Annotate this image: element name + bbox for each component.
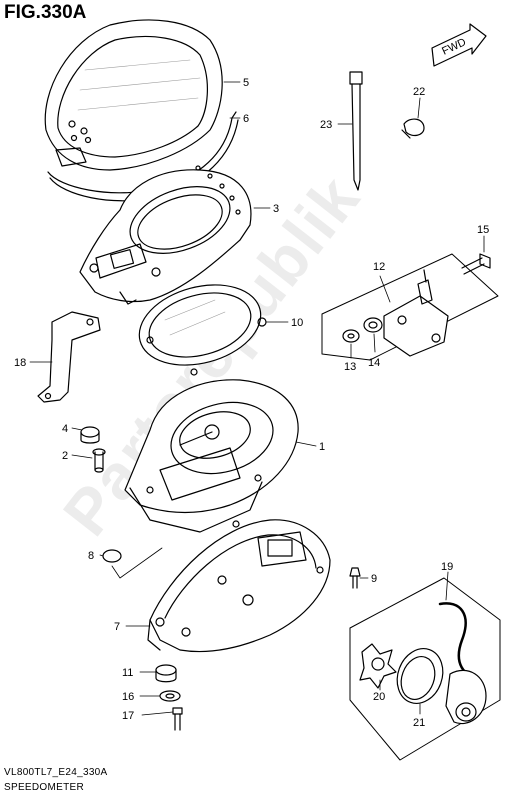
- callout-6: 6: [243, 113, 249, 125]
- detail-box-drive: [349, 577, 501, 761]
- callout-16: 16: [122, 691, 134, 703]
- callout-1: 1: [319, 441, 325, 453]
- part-23-cable-tie: [349, 71, 363, 191]
- part-5-meter-cover: [44, 19, 223, 171]
- part-11-grommet: [155, 664, 177, 683]
- callout-12: 12: [373, 261, 385, 273]
- part-10-lens: [138, 284, 267, 376]
- part-19-cable-assembly: [438, 602, 487, 725]
- callout-20: 20: [373, 691, 385, 703]
- callout-10: 10: [291, 317, 303, 329]
- callout-7: 7: [114, 621, 120, 633]
- part-17-screw: [172, 707, 183, 731]
- callout-15: 15: [477, 224, 489, 236]
- model-code: VL800TL7_E24_330A: [4, 767, 108, 778]
- callout-11: 11: [122, 667, 133, 679]
- callout-23: 23: [320, 119, 332, 131]
- part-8-plug: [102, 549, 122, 563]
- part-21-ring: [396, 648, 444, 704]
- callout-5: 5: [243, 77, 249, 89]
- callout-13: 13: [344, 361, 356, 373]
- diagram-caption: SPEEDOMETER: [4, 782, 84, 793]
- leader-lines: [29, 81, 485, 716]
- part-13-seal: [342, 329, 360, 343]
- callout-8: 8: [88, 550, 94, 562]
- part-20-drive-gear: [359, 643, 397, 689]
- callout-14: 14: [368, 357, 380, 369]
- callout-18: 18: [14, 357, 26, 369]
- part-9-screw: [349, 567, 361, 589]
- callout-21: 21: [413, 717, 425, 729]
- callout-2: 2: [62, 450, 68, 462]
- figure-title: FIG.330A: [4, 2, 87, 23]
- part-14-bushing: [363, 317, 383, 333]
- part-22-clamp: [401, 118, 425, 139]
- fwd-arrow-icon: [431, 23, 487, 67]
- part-12-sensor-assembly: [383, 269, 449, 357]
- part-3-meter-case: [79, 165, 252, 305]
- part-7-lower-case: [147, 519, 331, 653]
- part-16-washer: [159, 690, 181, 702]
- callout-4: 4: [62, 423, 68, 435]
- callout-9: 9: [371, 573, 377, 585]
- part-2-collar: [92, 448, 106, 473]
- part-4-grommet: [80, 426, 100, 444]
- callout-17: 17: [122, 710, 134, 722]
- part-15-bolt: [461, 253, 491, 275]
- callout-22: 22: [413, 86, 425, 98]
- part-1-speedometer-assembly: [124, 379, 299, 533]
- callout-3: 3: [273, 203, 279, 215]
- callout-19: 19: [441, 561, 453, 573]
- part-18-bracket: [37, 311, 101, 403]
